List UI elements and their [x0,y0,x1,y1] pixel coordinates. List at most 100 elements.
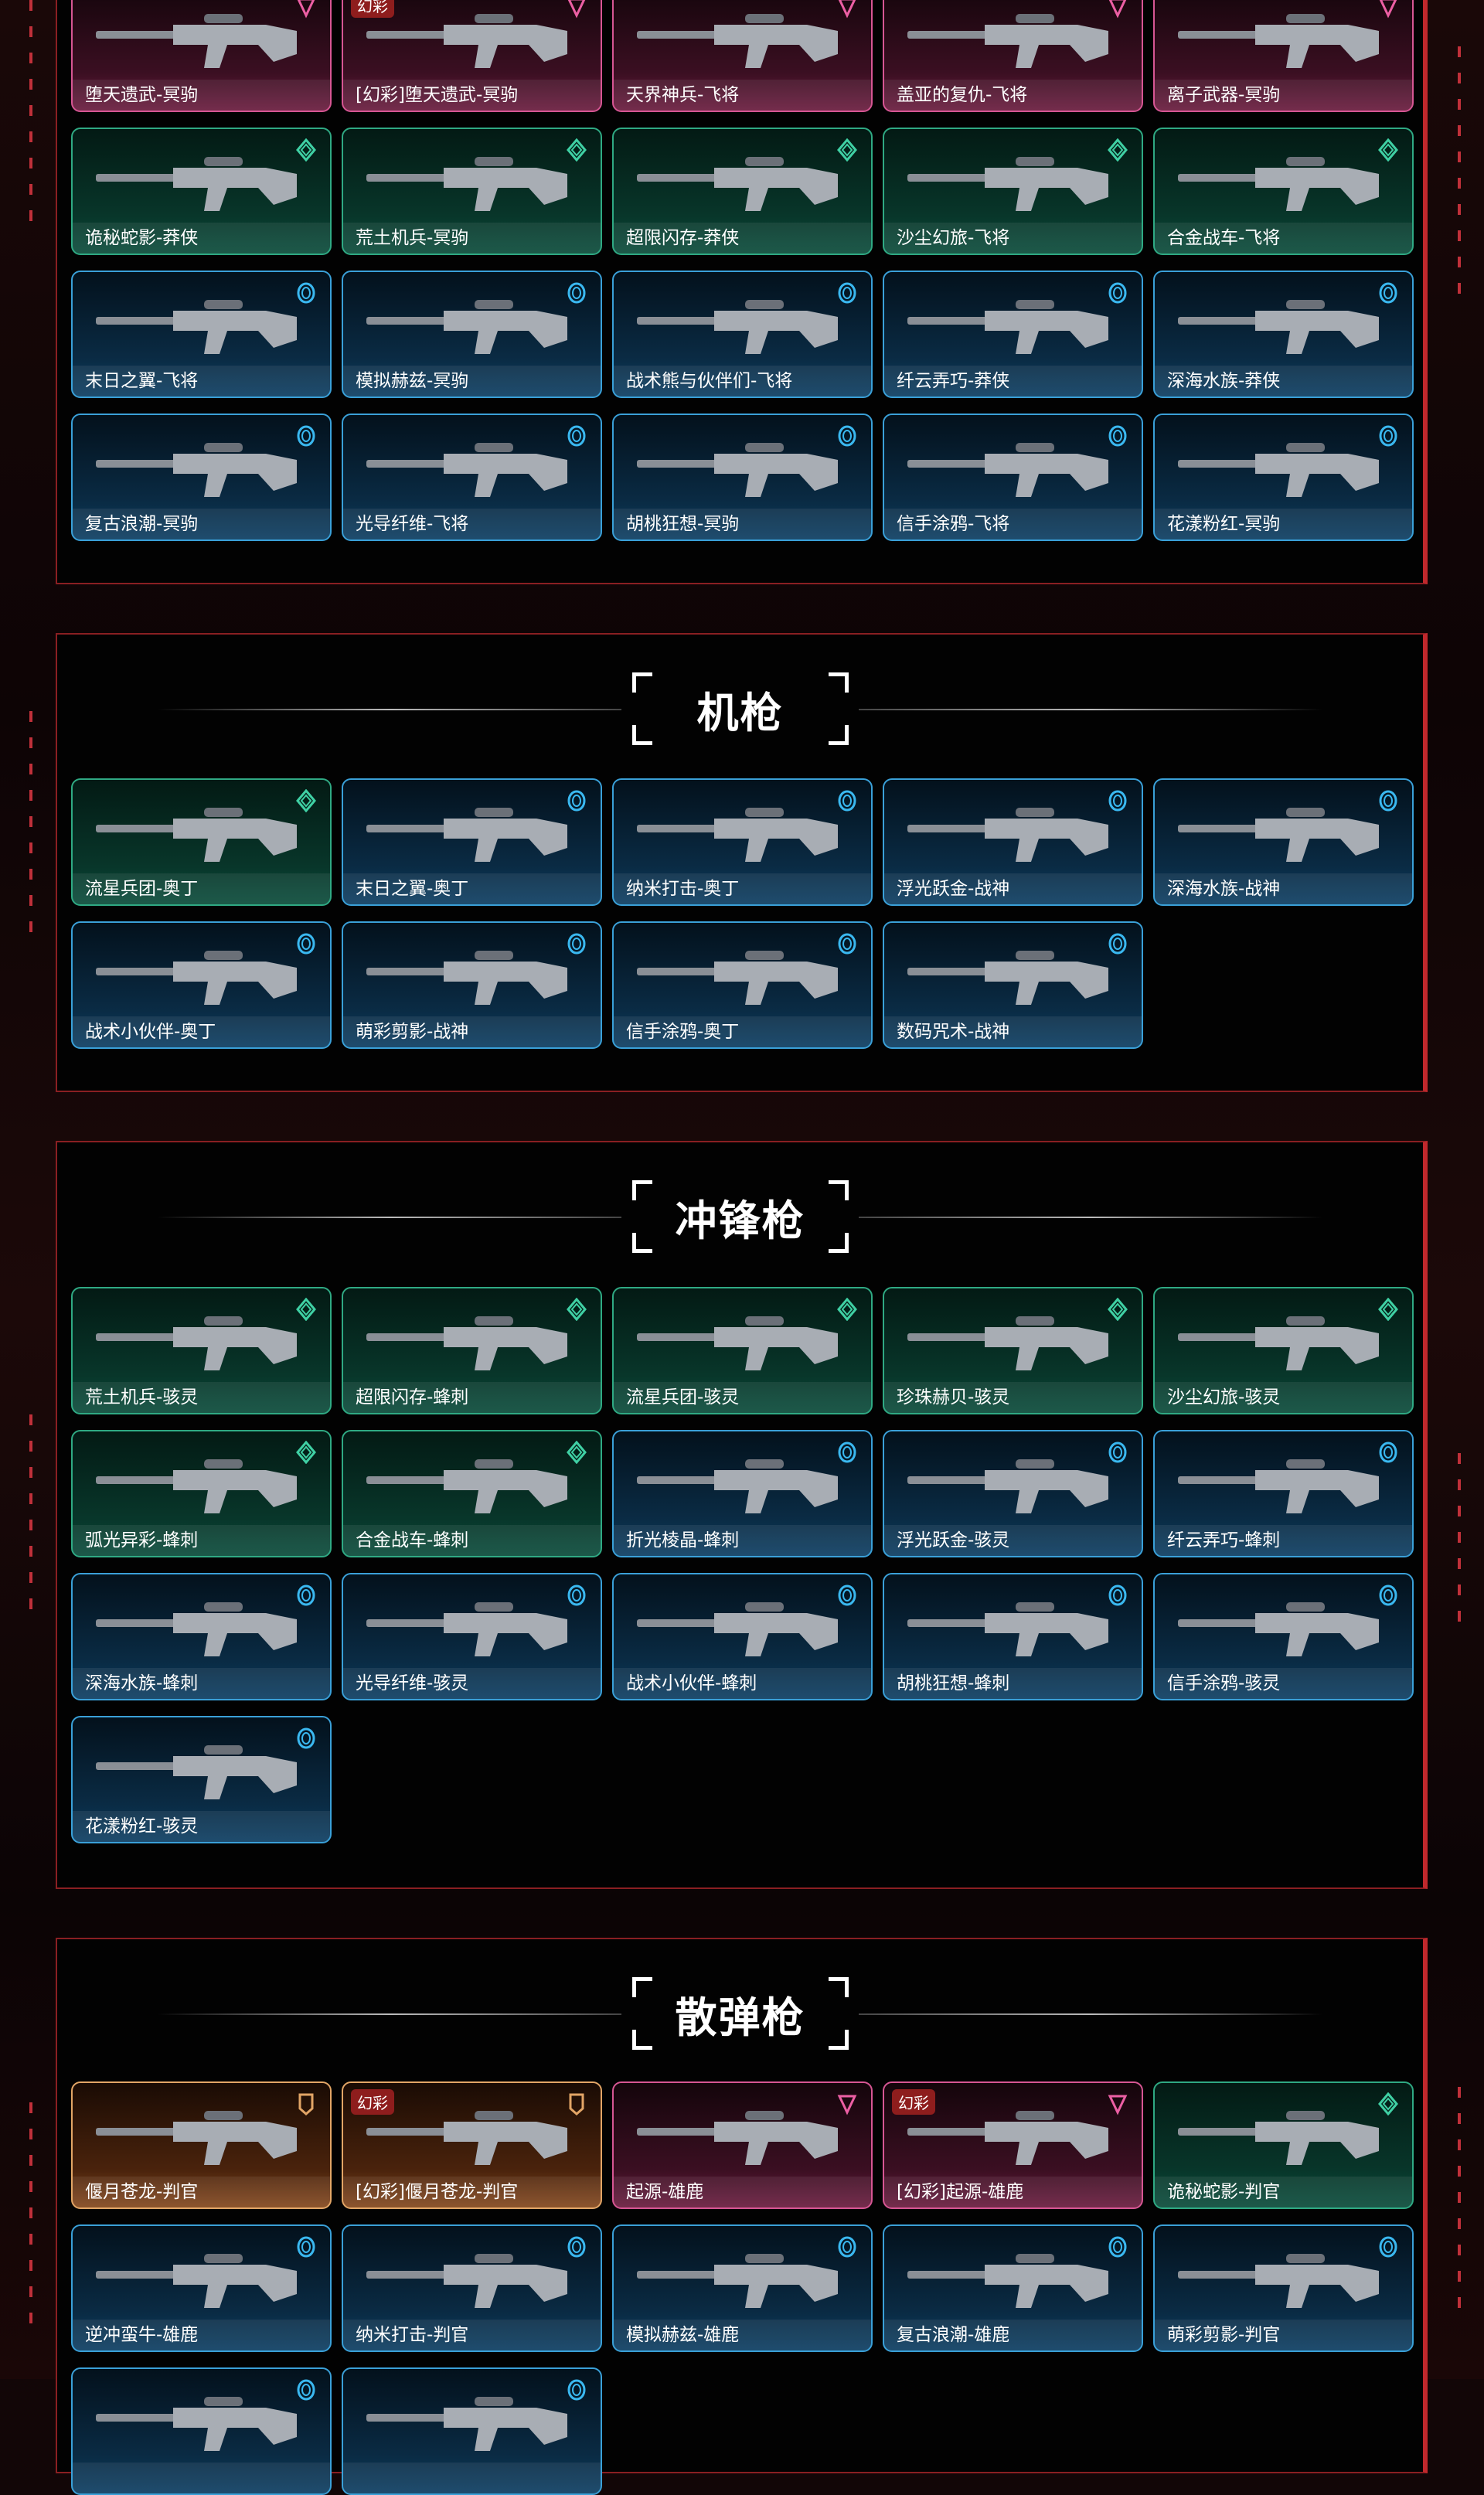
skin-name: 深海水族-蜂刺 [85,1673,199,1693]
triangle-icon [1108,2092,1128,2115]
skin-card[interactable]: 荒土机兵-骇灵 [71,1287,332,1414]
skin-card[interactable]: 珍珠赫贝-骇灵 [883,1287,1143,1414]
label-bar [73,2320,330,2350]
skin-card[interactable]: 胡桃狂想-蜂刺 [883,1573,1143,1700]
weapon-image [366,808,567,862]
label-bar [614,366,871,397]
diamond-icon [837,138,857,162]
skin-name: 深海水族-莽侠 [1167,371,1281,391]
skin-card[interactable]: 战术小伙伴-蜂刺 [612,1573,873,1700]
skin-card[interactable]: 超限闪存-蜂刺 [342,1287,602,1414]
skin-card[interactable]: 超限闪存-莽侠 [612,128,873,255]
skin-card[interactable]: 花漾粉红-冥驹 [1153,414,1414,541]
skin-card[interactable]: 复古浪潮-雄鹿 [883,2224,1143,2352]
skin-card[interactable]: 堕天遗武-冥驹 [71,0,332,112]
section-title: 机枪 [696,688,784,737]
skin-card[interactable]: 沙尘幻旅-飞将 [883,128,1143,255]
skin-card[interactable]: 离子武器-冥驹 [1153,0,1414,112]
skin-card[interactable]: 复古浪潮-冥驹 [71,414,332,541]
weapon-image [96,2111,297,2165]
skin-card[interactable]: 浮光跃金-骇灵 [883,1430,1143,1557]
diamond-icon [1108,1297,1128,1322]
skin-name: 浮光跃金-战神 [897,879,1010,899]
skin-card[interactable]: 战术熊与伙伴们-飞将 [612,271,873,398]
skin-card[interactable]: 浮光跃金-战神 [883,778,1143,906]
skin-card[interactable]: 偃月苍龙-判官 [71,2081,332,2209]
skin-card[interactable]: 纳米打击-判官 [342,2224,602,2352]
skin-card[interactable]: 信手涂鸦-飞将 [883,414,1143,541]
skin-card[interactable]: 萌彩剪影-判官 [1153,2224,1414,2352]
skin-card[interactable]: 逆冲蛮牛-雄鹿 [71,2224,332,2352]
skin-name: 信手涂鸦-奥丁 [626,1022,740,1042]
skin-card[interactable]: 纤云弄巧-莽侠 [883,271,1143,398]
diamond-icon [567,1297,587,1322]
diamond-icon [1378,2092,1398,2116]
skin-card[interactable]: 合金战车-飞将 [1153,128,1414,255]
label-bar [1155,1668,1412,1699]
skin-card[interactable]: 信手涂鸦-骇灵 [1153,1573,1414,1700]
skin-card[interactable]: 深海水族-战神 [1153,778,1414,906]
skin-card[interactable]: 幻彩[幻彩]起源-雄鹿 [883,2081,1143,2209]
skin-card[interactable]: 沙尘幻旅-骇灵 [1153,1287,1414,1414]
weapon-image [366,1459,567,1513]
skin-card[interactable]: 深海水族-莽侠 [1153,271,1414,398]
skin-card[interactable]: 数码咒术-战神 [883,921,1143,1049]
label-bar [1155,223,1412,254]
label-bar [884,1525,1142,1556]
skin-card[interactable]: 合金战车-蜂刺 [342,1430,602,1557]
section-header: 冲锋枪 [57,1159,1423,1275]
skin-card[interactable]: 纤云弄巧-蜂刺 [1153,1430,1414,1557]
circle-icon [296,424,316,448]
skin-card[interactable]: 萌彩剪影-战神 [342,921,602,1049]
weapon-image [1178,157,1379,211]
circle-icon [296,932,316,955]
skin-card[interactable]: 模拟赫兹-冥驹 [342,271,602,398]
bracket-decoration [631,672,652,693]
skin-card[interactable]: 荒土机兵-冥驹 [342,128,602,255]
weapon-image [637,951,838,1005]
skin-card[interactable]: 弧光异彩-蜂刺 [71,1430,332,1557]
skin-card[interactable]: 起源-雄鹿 [612,2081,873,2209]
label-bar [1155,366,1412,397]
skin-card[interactable]: 末日之翼-奥丁 [342,778,602,906]
skin-card[interactable]: 模拟赫兹-雄鹿 [612,2224,873,2352]
skin-card[interactable]: 战术小伙伴-奥丁 [71,921,332,1049]
triangle-icon [1378,0,1398,19]
skin-card[interactable]: 盖亚的复仇-飞将 [883,0,1143,112]
skin-card[interactable]: 流星兵团-奥丁 [71,778,332,906]
skin-card[interactable]: 末日之翼-飞将 [71,271,332,398]
machine-gun-section: 机枪流星兵团-奥丁末日之翼-奥丁纳米打击-奥丁浮光跃金-战神 深海水族-战神战术小… [56,633,1428,1092]
diamond-icon [1108,138,1128,162]
skin-card[interactable] [71,2367,332,2495]
circle-icon [1378,424,1398,448]
skin-card[interactable]: 胡桃狂想-冥驹 [612,414,873,541]
skin-name: 纤云弄巧-蜂刺 [1167,1530,1281,1550]
skin-card[interactable]: 幻彩[幻彩]偃月苍龙-判官 [342,2081,602,2209]
skin-name: 萌彩剪影-战神 [356,1022,469,1042]
weapon-image [907,2111,1108,2165]
skin-card[interactable]: 流星兵团-骇灵 [612,1287,873,1414]
skin-card[interactable]: 信手涂鸦-奥丁 [612,921,873,1049]
skin-card[interactable]: 诡秘蛇影-判官 [1153,2081,1414,2209]
skin-card[interactable]: 深海水族-蜂刺 [71,1573,332,1700]
bracket-decoration [828,725,849,745]
weapon-image [1178,300,1379,354]
circle-icon [837,1584,857,1607]
diamond-icon [567,1440,587,1465]
section-title: 冲锋枪 [675,1196,805,1245]
skin-card[interactable]: 幻彩[幻彩]堕天遗武-冥驹 [342,0,602,112]
skin-card[interactable]: 光导纤维-骇灵 [342,1573,602,1700]
label-bar [1155,80,1412,111]
section-header: 散弹枪 [57,1955,1423,2071]
skin-card[interactable] [342,2367,602,2495]
skin-card[interactable]: 折光棱晶-蜂刺 [612,1430,873,1557]
skin-card[interactable]: 诡秘蛇影-莽侠 [71,128,332,255]
skin-card[interactable]: 天界神兵-飞将 [612,0,873,112]
side-decoration [29,2102,32,2334]
skin-card[interactable]: 光导纤维-飞将 [342,414,602,541]
skin-card[interactable]: 纳米打击-奥丁 [612,778,873,906]
skin-name: 胡桃狂想-蜂刺 [897,1673,1010,1693]
circle-icon [1378,1584,1398,1607]
weapon-image [96,443,297,497]
skin-card[interactable]: 花漾粉红-骇灵 [71,1716,332,1843]
